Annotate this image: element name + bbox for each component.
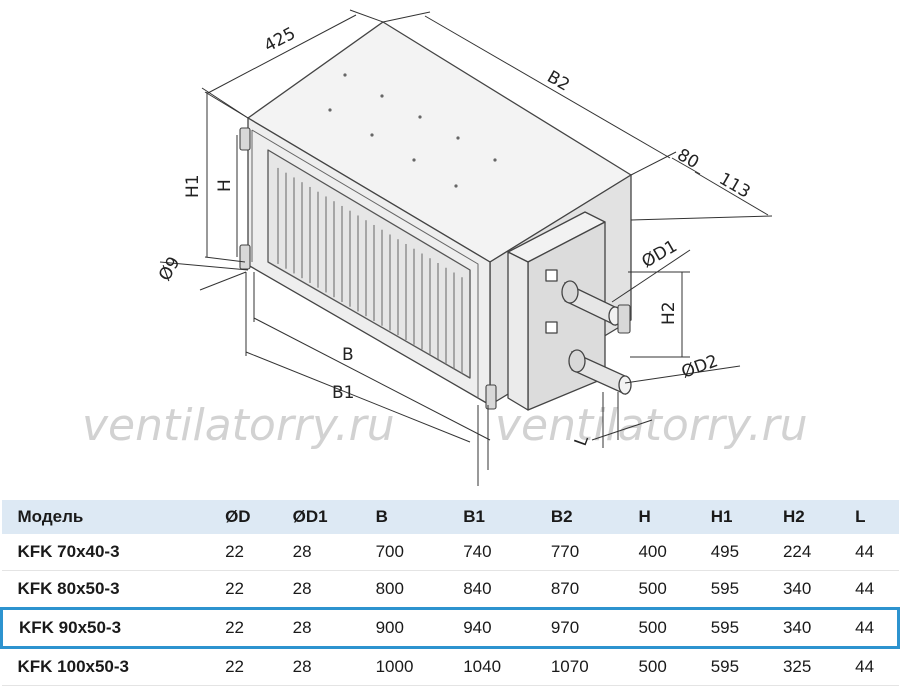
rivet <box>380 94 384 98</box>
label-h2: H2 <box>659 301 679 325</box>
column-header: L <box>839 500 899 534</box>
label-phi9: Ø9 <box>155 254 184 285</box>
column-header: ØD1 <box>276 500 360 534</box>
value-cell: 700 <box>375 542 404 561</box>
watermark-right: ventilatorry.ru <box>495 400 808 451</box>
rivet <box>418 115 422 119</box>
value-cell: 22 <box>225 579 244 598</box>
value-cell: 400 <box>638 542 667 561</box>
value-cell: 340 <box>766 607 840 649</box>
value-cell: 28 <box>276 607 360 649</box>
label-b: B <box>342 345 354 365</box>
watermark-left: ventilatorry.ru <box>82 400 395 451</box>
value-cell: 500 <box>622 607 695 649</box>
rivets <box>328 73 497 188</box>
column-header: ØD <box>209 500 277 534</box>
rivet <box>412 158 416 162</box>
model-cell: KFK 100x50-3 <box>17 657 130 676</box>
column-header: B2 <box>534 500 623 534</box>
value-cell: 870 <box>550 579 580 598</box>
label-425: 425 <box>261 24 299 57</box>
value-cell: 28 <box>292 579 312 598</box>
label-h: H <box>215 179 235 192</box>
label-phid2: ØD2 <box>679 351 721 383</box>
value-cell: 1040 <box>463 657 502 676</box>
value-cell: 1070 <box>550 657 589 676</box>
label-b2: B2 <box>544 67 573 96</box>
value-cell: 840 <box>463 579 492 598</box>
table-row: KFK 70x40-3 22 28 700 740 770 400 495 224 44 <box>1 534 899 571</box>
coil-fins <box>277 167 463 374</box>
rivet <box>343 73 347 77</box>
value-cell: 940 <box>447 607 535 649</box>
value-cell: 325 <box>782 657 812 676</box>
technical-drawing: ventilatorry.ru ventilatorry.ru <box>82 9 808 486</box>
value-cell: 28 <box>292 542 312 561</box>
label-113: 113 <box>716 169 754 203</box>
value-cell: 224 <box>782 542 812 561</box>
value-cell: 595 <box>710 657 740 676</box>
model-cell: KFK 90x50-3 <box>0 607 210 649</box>
rivet <box>456 136 460 140</box>
value-cell: 44 <box>855 542 875 561</box>
column-header: B1 <box>447 500 535 534</box>
value-cell: 500 <box>638 579 667 598</box>
value-cell: 900 <box>359 607 448 649</box>
clamps <box>239 127 631 410</box>
label-phid1: ØD1 <box>639 236 681 272</box>
value-cell: 28 <box>292 657 312 676</box>
column-header: H2 <box>766 500 840 534</box>
value-cell: 340 <box>782 579 812 598</box>
column-header: H <box>622 500 695 534</box>
value-cell: 44 <box>855 579 875 598</box>
value-cell: 595 <box>694 607 767 649</box>
rivet <box>493 158 497 162</box>
model-cell: KFK 70x40-3 <box>17 542 120 561</box>
value-cell: 22 <box>209 607 277 649</box>
value-cell: 1000 <box>375 657 414 676</box>
column-header: H1 <box>694 500 767 534</box>
value-cell: 495 <box>710 542 740 561</box>
value-cell: 22 <box>225 657 244 676</box>
column-header: Модель <box>1 500 210 534</box>
value-cell: 770 <box>550 542 580 561</box>
label-b1: B1 <box>332 383 354 403</box>
table-row: KFK 100x50-3 22 28 1000 1040 1070 500 595 325 44 <box>1 648 899 686</box>
rivet <box>328 108 332 112</box>
dimension-lines <box>159 9 773 486</box>
value-cell: 22 <box>225 542 244 561</box>
value-cell: 500 <box>638 657 667 676</box>
model-cell: KFK 80x50-3 <box>17 579 120 598</box>
rivet <box>454 184 458 188</box>
value-cell: 44 <box>855 657 875 676</box>
label-80: 80 <box>674 145 703 173</box>
column-header: B <box>359 500 448 534</box>
value-cell: 740 <box>463 542 492 561</box>
value-cell: 44 <box>839 607 900 649</box>
value-cell: 970 <box>534 607 623 649</box>
pipe-lower <box>568 349 632 396</box>
value-cell: 595 <box>710 579 740 598</box>
rivet <box>370 133 374 137</box>
label-h1: H1 <box>183 174 203 198</box>
table-row: KFK 80x50-3 22 28 800 840 870 500 595 340 44 <box>1 571 899 609</box>
value-cell: 800 <box>375 579 404 598</box>
